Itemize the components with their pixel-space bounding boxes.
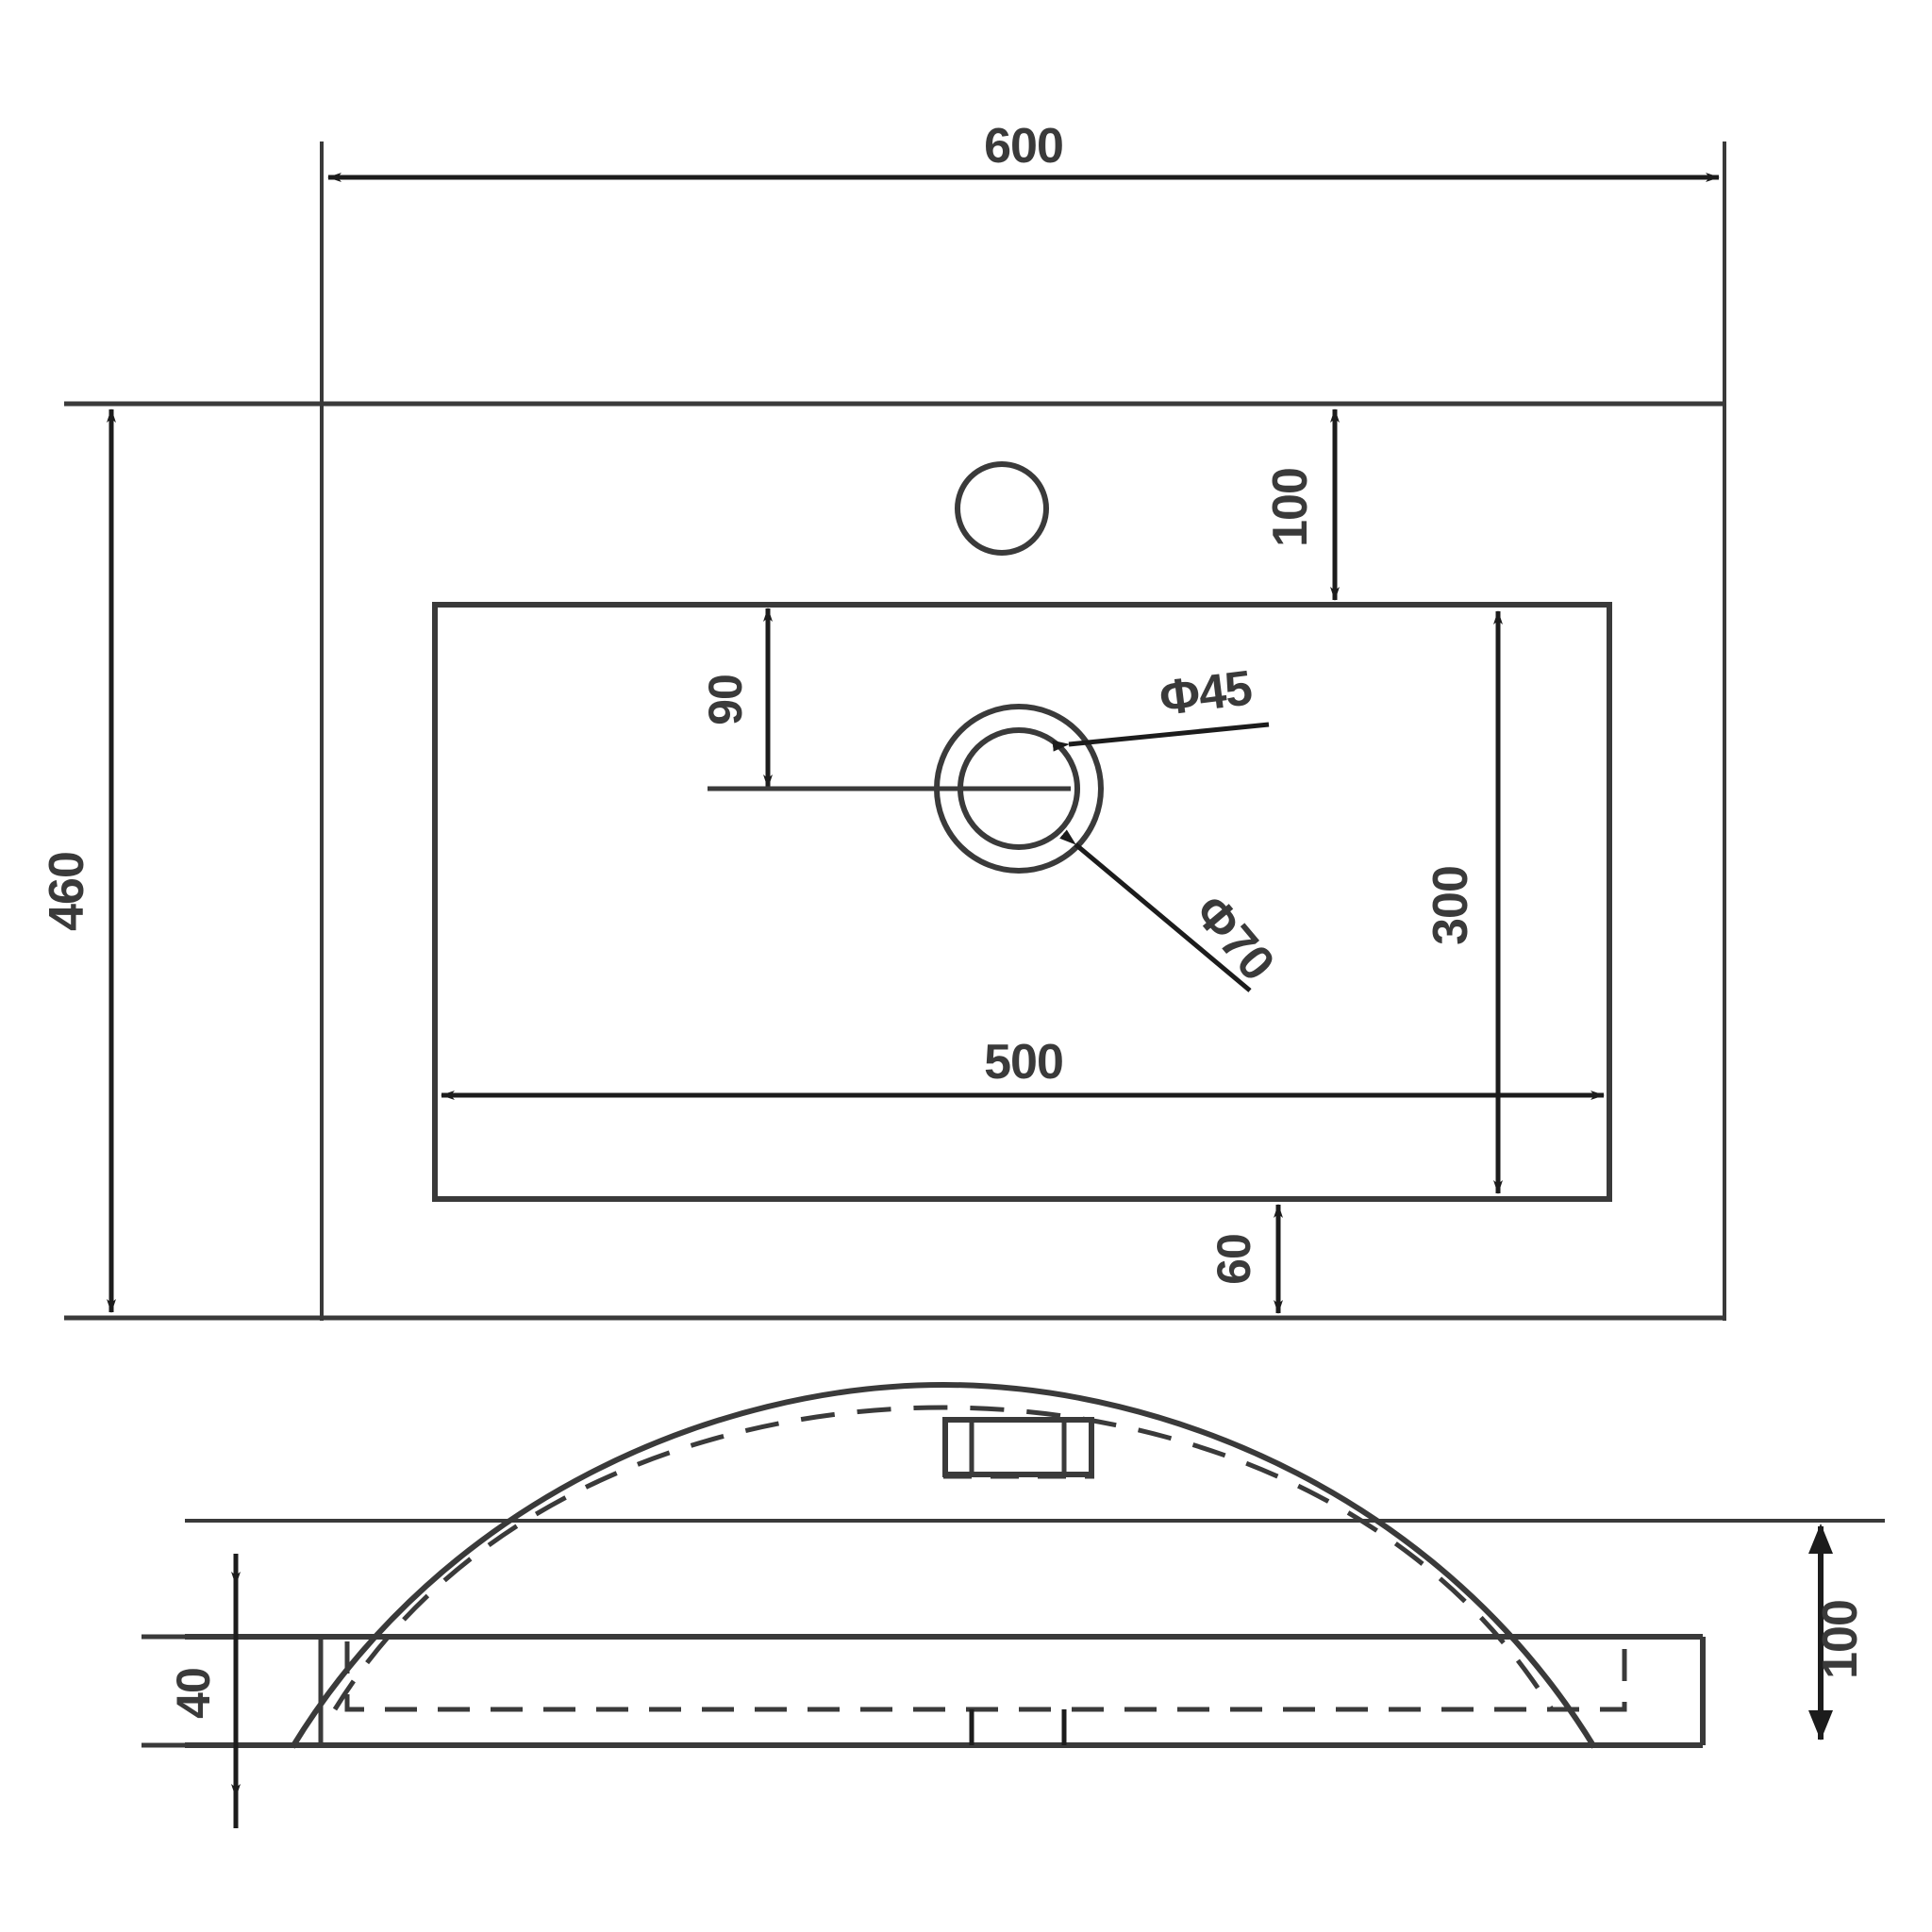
basin-rectangle	[432, 602, 1612, 1202]
dim-text-front-offset: 60	[1208, 1234, 1260, 1285]
section-bowl-inner-arc	[332, 1405, 1555, 1711]
drain-inner-circle	[958, 727, 1080, 850]
faucet-hole-circle	[955, 461, 1049, 556]
dim-text-drain-offset: 90	[699, 675, 752, 725]
leader-phi45	[1052, 722, 1270, 752]
dim-text-bowl-height: 100	[1813, 1600, 1868, 1679]
section-bowl-outer-arc	[290, 1381, 1597, 1749]
dim-text-phi70: Φ70	[1183, 885, 1284, 991]
dim-text-overall-depth: 460	[40, 852, 94, 931]
plan-view-group	[64, 142, 1726, 1321]
dim-text-rear-offset: 100	[1263, 468, 1318, 547]
dim-text-overall-width: 600	[984, 119, 1063, 174]
section-view-group	[142, 1381, 1885, 1828]
leader-phi70	[1059, 829, 1252, 992]
section-faucet-deck-block	[942, 1417, 1094, 1477]
section-hidden-rim-outline	[344, 1641, 1627, 1712]
dim-text-phi45: Φ45	[1157, 660, 1255, 725]
dim-text-basin-width: 500	[984, 1035, 1063, 1090]
dim-text-basin-depth: 300	[1424, 866, 1478, 945]
dim-text-slab-thickness: 40	[167, 1668, 220, 1719]
drain-outer-circle	[934, 704, 1104, 874]
